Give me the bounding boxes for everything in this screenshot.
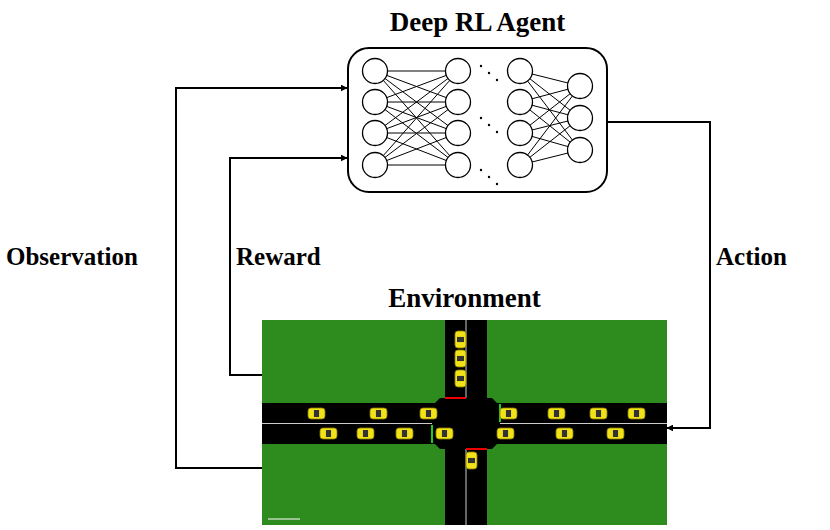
connector-arrow <box>176 88 347 468</box>
edge-label: Reward <box>236 243 321 271</box>
neural-network <box>363 59 593 186</box>
edge-label: Observation <box>6 243 138 271</box>
edge-label: Action <box>716 243 787 271</box>
agent-box: Deep RL Agent <box>347 47 608 193</box>
box-title: Environment <box>388 283 541 314</box>
environment-box: Environment <box>262 320 667 525</box>
intersection-picture <box>262 320 667 525</box>
box-title: Deep RL Agent <box>390 7 566 38</box>
